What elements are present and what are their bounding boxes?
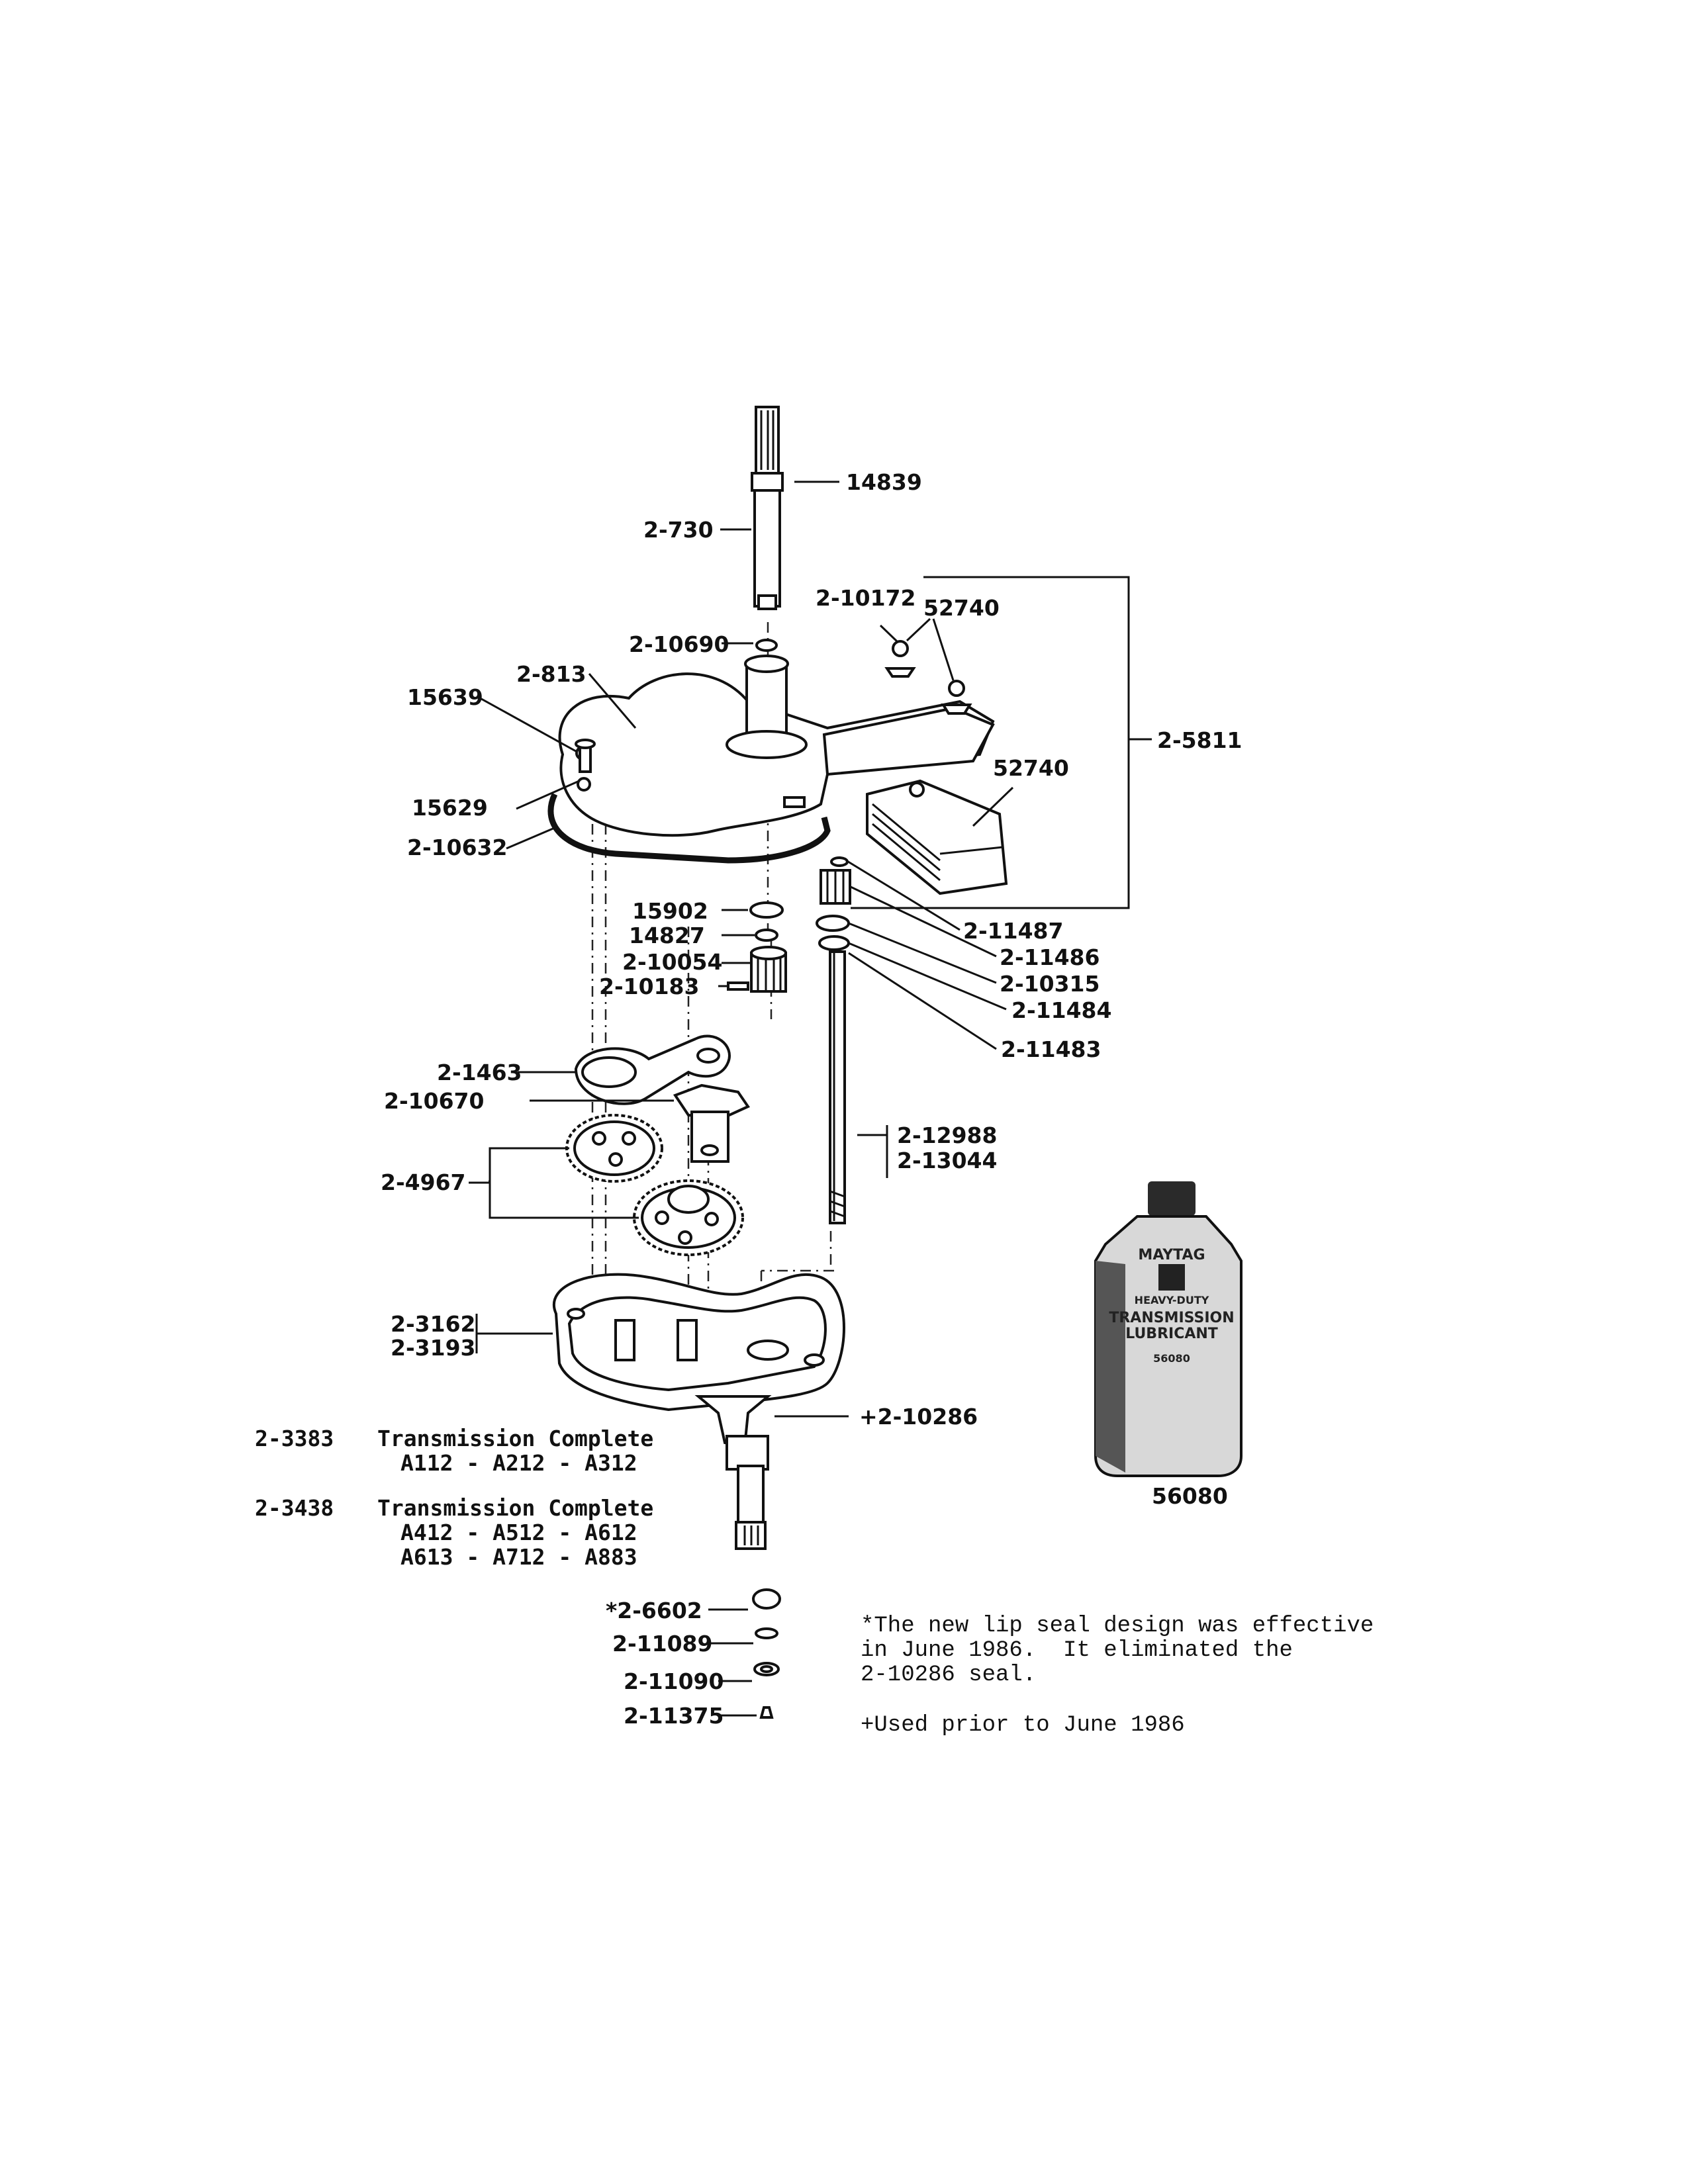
cover-screw <box>575 739 596 773</box>
part-labels: 14839 2-730 2-10172 52740 2-10690 2-813 … <box>381 469 1243 1729</box>
leader-lines <box>469 480 1014 1717</box>
label-2-11375: 2-11375 <box>624 1703 724 1729</box>
assembly-list: 2-3383 Transmission Complete A112 - A212… <box>255 1426 653 1570</box>
lower-seal-stack <box>752 1588 781 1719</box>
label-56080: 56080 <box>1152 1483 1228 1509</box>
pinion-2-10054 <box>750 946 787 993</box>
label-2-11483: 2-11483 <box>1001 1036 1101 1062</box>
label-15629: 15629 <box>412 795 488 821</box>
assembly-number: 2-3438 <box>255 1495 334 1521</box>
bottle-line1: HEAVY-DUTY <box>1135 1294 1209 1306</box>
pin-2-10183 <box>727 981 749 991</box>
assembly-models: A613 - A712 - A883 <box>400 1544 637 1570</box>
notes: *The new lip seal design was effective i… <box>861 1614 1374 1738</box>
label-2-730: 2-730 <box>643 517 714 543</box>
label-2-11487: 2-11487 <box>963 918 1063 944</box>
o-ring-2-10690 <box>755 639 778 652</box>
cover-gasket <box>547 793 831 864</box>
crank-2-1463 <box>574 1034 731 1105</box>
label-2-11089: 2-11089 <box>612 1631 712 1657</box>
label-2-4967: 2-4967 <box>381 1169 466 1195</box>
lubricant-bottle: MAYTAG HEAVY-DUTY TRANSMISSION LUBRICANT… <box>1094 1181 1243 1477</box>
assembly-models: A112 - A212 - A312 <box>400 1450 637 1476</box>
label-15639: 15639 <box>407 684 483 710</box>
gear-segment-2-10670 <box>673 1083 750 1163</box>
bracket-2-5811 <box>851 576 1130 909</box>
assembly-number: 2-3383 <box>255 1426 334 1451</box>
label-14827: 14827 <box>629 923 705 948</box>
label-2-10054: 2-10054 <box>622 949 722 975</box>
label-2-813: 2-813 <box>516 661 586 687</box>
output-shaft <box>694 1395 772 1550</box>
label-14839: 14839 <box>846 469 922 495</box>
bottle-brand: MAYTAG <box>1138 1247 1205 1263</box>
label-2-10183: 2-10183 <box>599 974 699 999</box>
assembly-title: Transmission Complete <box>377 1495 653 1521</box>
label-15902: 15902 <box>632 898 708 924</box>
bottle-line3: LUBRICANT <box>1125 1326 1218 1342</box>
main-gears <box>565 1114 744 1256</box>
assembly-models: A412 - A512 - A612 <box>400 1520 637 1545</box>
label-2-5811: 2-5811 <box>1157 727 1243 753</box>
shift-shaft <box>829 950 846 1224</box>
label-2-11484: 2-11484 <box>1011 997 1111 1023</box>
shift-pinion-stack <box>816 856 851 951</box>
label-2-12988: 2-12988 <box>897 1122 997 1148</box>
washer-14827 <box>755 929 778 942</box>
label-2-10286: +2-10286 <box>859 1404 978 1430</box>
shifter-weight <box>866 779 1008 895</box>
gear-case <box>553 1273 845 1412</box>
label-52740-side: 52740 <box>993 755 1069 781</box>
label-2-10690: 2-10690 <box>629 631 729 657</box>
washer-15902 <box>749 901 784 919</box>
label-2-3193: 2-3193 <box>391 1335 476 1361</box>
label-2-10632: 2-10632 <box>407 835 507 860</box>
bottle-line2: TRANSMISSION <box>1109 1310 1234 1326</box>
label-2-1463: 2-1463 <box>437 1060 522 1085</box>
label-2-6602: *2-6602 <box>606 1598 702 1623</box>
label-2-10172: 2-10172 <box>816 585 915 611</box>
assembly-title: Transmission Complete <box>377 1426 653 1451</box>
label-2-3162: 2-3162 <box>391 1311 476 1337</box>
bottle-code: 56080 <box>1153 1352 1190 1365</box>
label-2-11486: 2-11486 <box>1000 944 1100 970</box>
agitator-shaft <box>751 406 784 610</box>
label-2-10315: 2-10315 <box>1000 971 1100 997</box>
label-2-13044: 2-13044 <box>897 1148 997 1173</box>
label-2-10670: 2-10670 <box>384 1088 484 1114</box>
lip-seal-note-line: in June 1986. It eliminated the <box>861 1638 1293 1663</box>
lip-seal-note-line: *The new lip seal design was effective <box>861 1614 1374 1639</box>
label-2-11090: 2-11090 <box>624 1668 724 1694</box>
label-52740-top: 52740 <box>923 595 1000 621</box>
lip-seal-note-line: 2-10286 seal. <box>861 1662 1036 1688</box>
transmission-cover <box>558 655 995 837</box>
used-prior-note: +Used prior to June 1986 <box>861 1713 1185 1738</box>
